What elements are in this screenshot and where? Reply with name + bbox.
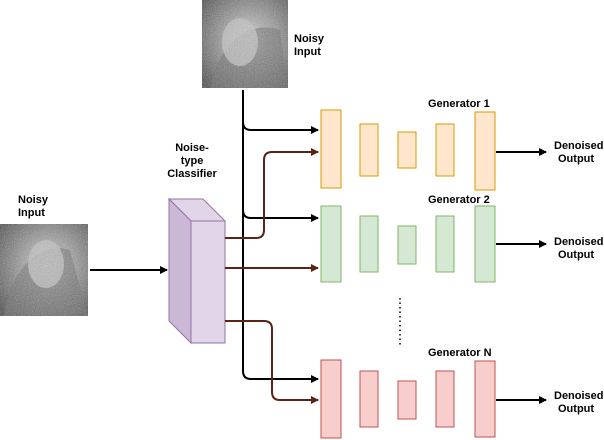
generator-n-network [320, 359, 496, 439]
generator-1-output-line1: Denoised [554, 140, 604, 152]
left-noisy-input-image [0, 224, 88, 316]
arrow-classifier-to-generator-1 [225, 148, 319, 239]
top-input-label-line2: Input [294, 46, 321, 58]
generator-1-output-line2: Output [558, 153, 594, 165]
top-input-label-line1: Noisy [294, 33, 325, 45]
left-input-label-line1: Noisy [18, 194, 49, 206]
arrow-top-to-generator-1 [242, 121, 319, 134]
classifier-label-line1: Noise- [175, 142, 209, 154]
classifier-label-line2: type [181, 155, 204, 167]
arrow-top-to-generator-n [242, 370, 319, 383]
generator-n-output-line2: Output [558, 403, 594, 415]
generator-2-network [320, 205, 496, 283]
top-noisy-input-image [202, 0, 288, 88]
arrow-top-to-generator-2 [242, 209, 319, 222]
generator-1-label: Generator 1 [428, 98, 490, 110]
generator-n-output-line1: Denoised [554, 390, 604, 402]
generator-2-output-line1: Denoised [554, 236, 604, 248]
left-input-label-line2: Input [18, 207, 45, 219]
generator-n-label: Generator N [428, 347, 492, 359]
classifier-label-line3: Classifier [167, 168, 217, 180]
generator-2-output-line2: Output [558, 249, 594, 261]
generator-1-network [320, 109, 496, 191]
generator-2-label: Generator 2 [428, 194, 490, 206]
arrow-classifier-to-generator-n [225, 320, 319, 404]
noise-type-classifier-box [167, 197, 227, 345]
